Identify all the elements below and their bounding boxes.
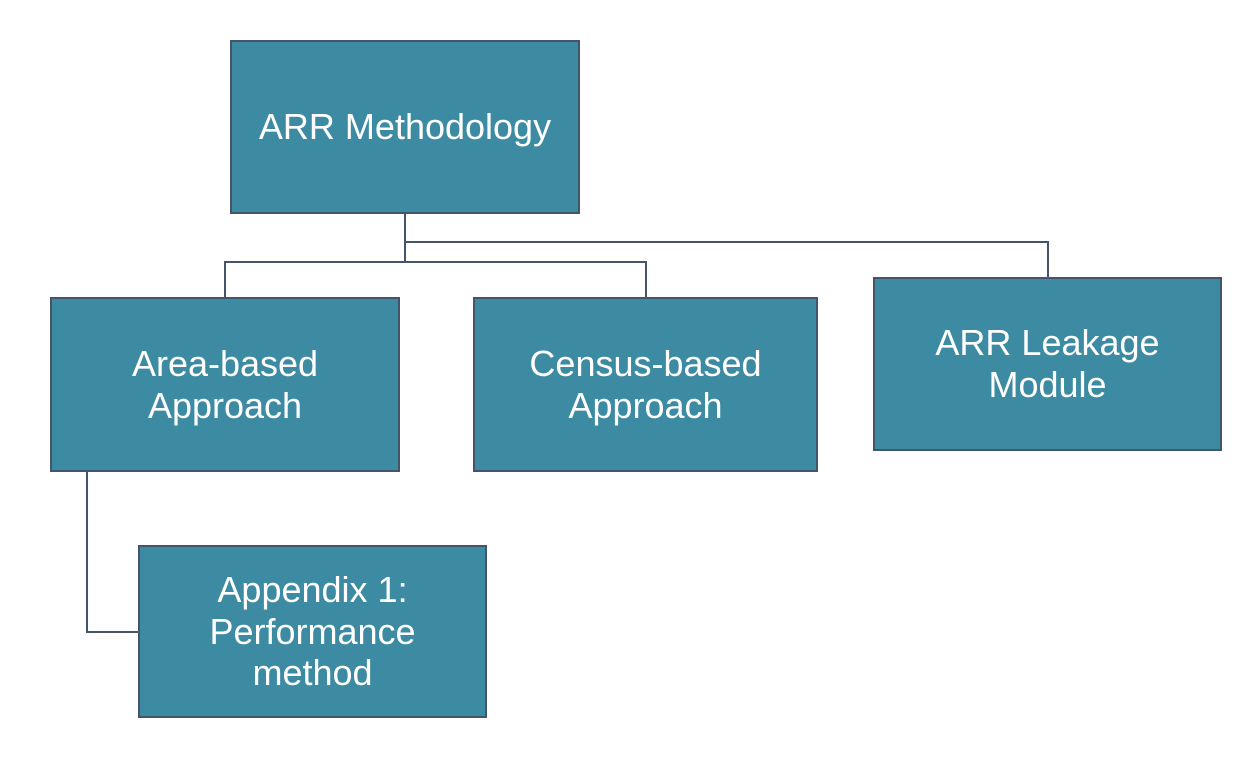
- connector-area-to-appendix: [86, 472, 138, 633]
- node-arr-methodology-label: ARR Methodology: [258, 106, 552, 148]
- node-arr-methodology: ARR Methodology: [230, 40, 580, 214]
- connector-root-to-census: [404, 214, 647, 297]
- connector-root-to-leakage: [404, 214, 1049, 277]
- connector-root-to-area: [224, 214, 406, 297]
